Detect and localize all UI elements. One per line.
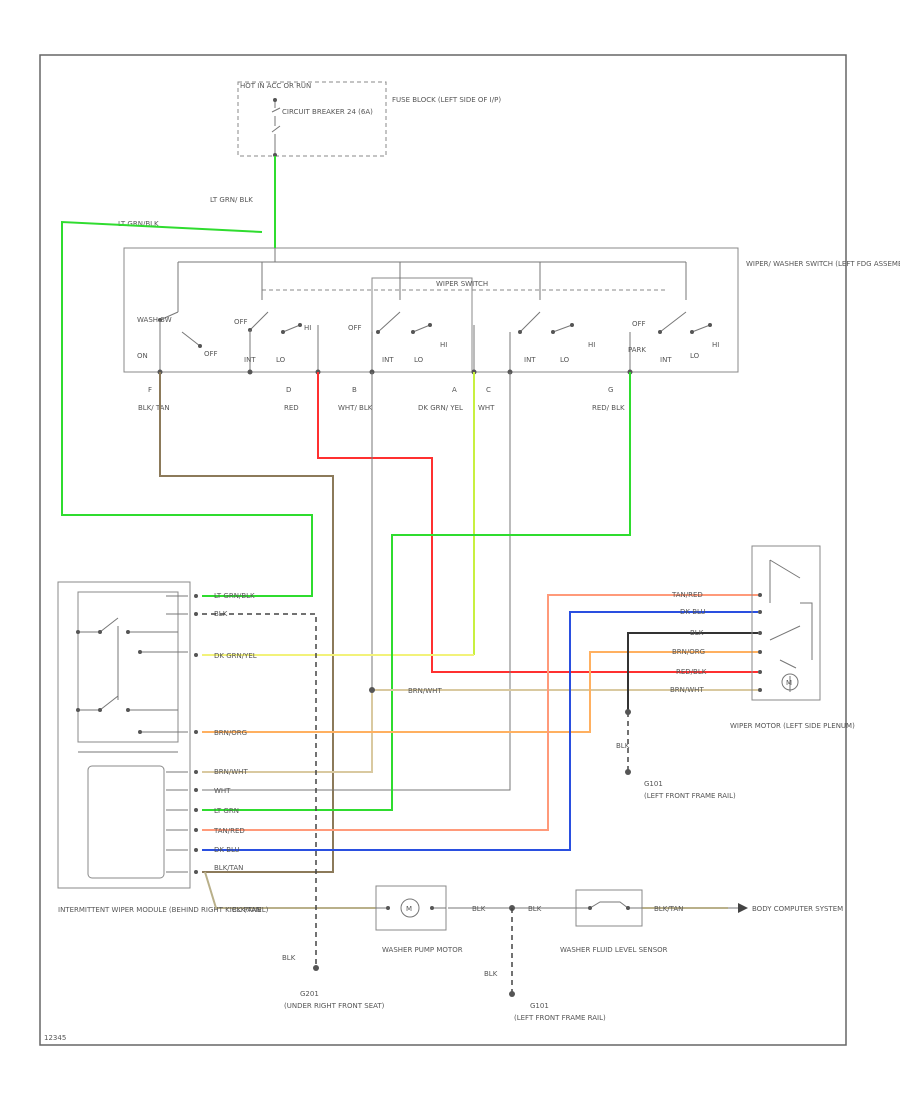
blk-tan-bottom-label: BLK/TAN: [232, 906, 261, 914]
wiper-motor: M TAN/RED DK BLU BLK BRN/ORG RED/BLK BRN…: [670, 545, 855, 730]
fuse-block-label: FUSE BLOCK (LEFT SIDE OF I/P): [392, 96, 501, 104]
g201-id: G201: [300, 990, 319, 998]
g201-ground-symbol: [313, 965, 319, 971]
off-label-3: OFF: [348, 324, 362, 332]
red-blk-switch-label: RED/ BLK: [592, 404, 625, 412]
washer-pump-motor: M WASHER PUMP MOTOR: [375, 885, 463, 954]
motor-symbol: [781, 673, 799, 691]
module-dkgrn-yel-label: DK GRN/YEL: [214, 652, 257, 660]
hi-label-4: HI: [712, 341, 719, 349]
g101-bottom-ground-symbol: [509, 991, 515, 997]
off-label-2: OFF: [234, 318, 248, 326]
pin-g: G: [608, 386, 613, 394]
splice-dot: [369, 687, 375, 693]
g101-bottom-location: (LEFT FRONT FRAME RAIL): [514, 1014, 606, 1022]
hot-in-label: HOT IN ACC OR RUN: [240, 82, 311, 90]
module-lt-grn-label: LT GRN: [214, 807, 239, 815]
blk-motor-ground-label: BLK: [616, 742, 630, 750]
g101-bottom-id: G101: [530, 1002, 549, 1010]
blk-g201-label: BLK: [282, 954, 296, 962]
park-label: PARK: [628, 346, 646, 354]
lo-label-2: LO: [414, 356, 424, 364]
module-blk-tan-label: BLK/TAN: [214, 864, 243, 872]
wiper-switch-title: WIPER SWITCH: [436, 280, 488, 288]
wiper-washer-switch-label: WIPER/ WASHER SWITCH (LEFT FDG ASSEMBLY): [746, 260, 900, 268]
fluid-sensor-label: WASHER FLUID LEVEL SENSOR: [560, 946, 668, 954]
dkgrn-yel-switch-label: DK GRN/ YEL: [418, 404, 463, 412]
ltgrn-blk-left-label: LT GRN/BLK: [118, 220, 159, 228]
fuse-block-outline: [237, 81, 387, 157]
lo-label-4: LO: [690, 352, 700, 360]
fuse-block: HOT IN ACC OR RUN CIRCUIT BREAKER 24 (6A…: [237, 81, 501, 157]
module-wht-label: WHT: [214, 787, 231, 795]
wash-sw-label: WASH SW: [137, 316, 172, 324]
wiper-switch-inner-box: [371, 277, 473, 373]
blk-tan-right-label: BLK/TAN: [654, 905, 683, 913]
body-computer-label: BODY COMPUTER SYSTEM: [752, 905, 843, 913]
motor-blk-label: BLK: [690, 629, 704, 637]
diagram-frame: [39, 54, 847, 1046]
module-brn-wht-label: BRN/WHT: [214, 768, 248, 776]
g201-location: (UNDER RIGHT FRONT SEAT): [284, 1002, 385, 1010]
module-dk-blu-label: DK BLU: [214, 846, 240, 854]
wht-blk-switch-label: WHT/ BLK: [338, 404, 373, 412]
module-name: INTERMITTENT WIPER MODULE (BEHIND RIGHT …: [58, 906, 269, 914]
corner-code: 12345: [44, 1034, 66, 1042]
motor-brn-org-label: BRN/ORG: [672, 648, 705, 656]
motor-brn-wht-label: BRN/WHT: [670, 686, 704, 694]
pin-d: D: [286, 386, 291, 394]
wiper-washer-switch: WIPER SWITCH WIPER/ WASHER SWITCH (LEFT …: [123, 247, 900, 375]
pin-c: C: [486, 386, 491, 394]
off-label-4: OFF: [632, 320, 646, 328]
motor-m-label: M: [786, 679, 792, 687]
module-ltgrn-blk-label: LT GRN/BLK: [214, 592, 255, 600]
blk-pump-right-label: BLK: [528, 905, 542, 913]
motor-outline: [751, 545, 821, 701]
g101-top-location: (LEFT FRONT FRAME RAIL): [644, 792, 736, 800]
motor-name: WIPER MOTOR (LEFT SIDE PLENUM): [730, 722, 855, 730]
int-label-3: INT: [524, 356, 536, 364]
blk-tan-switch-label: BLK/ TAN: [138, 404, 170, 412]
lo-label-3: LO: [560, 356, 570, 364]
g101-top-id: G101: [644, 780, 663, 788]
washer-pump-motor-label: WASHER PUMP MOTOR: [382, 946, 463, 954]
switch-connector-labels: F D B A C G BLK/ TAN RED WHT/ BLK DK GRN…: [118, 196, 625, 412]
g201-ground-wire: [202, 613, 317, 966]
washer-fluid-level-sensor: WASHER FLUID LEVEL SENSOR: [560, 889, 668, 954]
off-label-1: OFF: [204, 350, 218, 358]
int-label-2: INT: [382, 356, 394, 364]
int-label-4: INT: [660, 356, 672, 364]
module-tan-red-label: TAN/RED: [213, 827, 245, 835]
module-outline: [57, 581, 191, 889]
pin-b: B: [352, 386, 357, 394]
pin-f: F: [148, 386, 152, 394]
motor-red-blk-label: RED/BLK: [676, 668, 707, 676]
ltgrn-blk-top-label: LT GRN/ BLK: [210, 196, 253, 204]
blk-g101-label: BLK: [484, 970, 498, 978]
pin-a: A: [452, 386, 457, 394]
motor-tan-red-label: TAN/RED: [671, 591, 703, 599]
lo-label-1: LO: [276, 356, 286, 364]
intermittent-wiper-module: INTERMITTENT WIPER MODULE (BEHIND RIGHT …: [57, 581, 269, 914]
int-label-1: INT: [244, 356, 256, 364]
arrow-icon: [738, 903, 748, 913]
g101-top-ground-symbol: [625, 769, 631, 775]
brn-wht-mid-label: BRN/WHT: [408, 687, 442, 695]
hi-label-3: HI: [588, 341, 595, 349]
circuit-breaker-label: CIRCUIT BREAKER 24 (6A): [282, 108, 373, 116]
hi-label-1: HI: [304, 324, 311, 332]
pump-m-label: M: [406, 905, 412, 913]
wht-switch-label: WHT: [478, 404, 495, 412]
motor-dk-blu-label: DK BLU: [680, 608, 706, 616]
red-switch-label: RED: [284, 404, 299, 412]
on-label: ON: [137, 352, 148, 360]
blk-pump-left-label: BLK: [472, 905, 486, 913]
hi-label-2: HI: [440, 341, 447, 349]
module-brn-org-label: BRN/ORG: [214, 729, 247, 737]
